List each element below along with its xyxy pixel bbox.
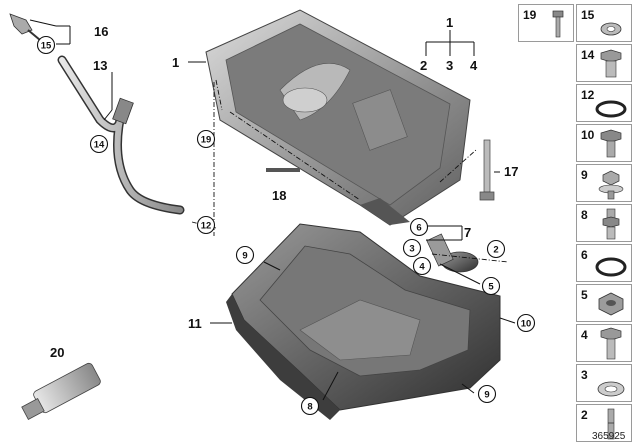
callout-8-circle: 8 xyxy=(307,402,312,413)
callout-7: 7 xyxy=(464,225,471,240)
callout-9-circle-top: 9 xyxy=(242,251,247,262)
sealant-tube xyxy=(21,362,101,420)
hex-bolt-icon xyxy=(600,327,622,360)
hex-screw-icon xyxy=(600,129,622,158)
callout-9-circle-bottom: 9 xyxy=(484,390,489,401)
callout-1-top: 1 xyxy=(446,15,453,30)
hex-nut-icon xyxy=(598,292,624,316)
callout-4-circle: 4 xyxy=(419,262,425,273)
legend-cell-6: 6 xyxy=(576,244,632,282)
callout-3: 3 xyxy=(446,58,453,73)
callout-18: 18 xyxy=(272,188,286,203)
callout-1-left: 1 xyxy=(172,55,179,70)
long-bolt xyxy=(479,139,495,201)
callout-15-circle: 15 xyxy=(41,41,52,52)
callout-14-circle: 14 xyxy=(94,140,105,151)
callout-12-circle: 12 xyxy=(201,221,212,232)
legend-cell-15: 15 xyxy=(576,4,632,42)
hex-bolt-icon xyxy=(600,49,622,78)
underbody-shield xyxy=(226,223,501,420)
legend-cell-5: 5 xyxy=(576,284,632,322)
washer-icon xyxy=(597,381,625,397)
callout-10-wrap: 10 xyxy=(516,313,536,333)
legend-cell-10: 10 xyxy=(576,124,632,162)
callout-13: 13 xyxy=(93,58,107,73)
legend-cell-12: 12 xyxy=(576,84,632,122)
legend-cell-14: 14 xyxy=(576,44,632,82)
legend-cell-4: 4 xyxy=(576,324,632,362)
callout-11: 11 xyxy=(188,316,202,331)
dipstick-handle xyxy=(9,13,41,41)
callout-5-circle: 5 xyxy=(488,282,494,293)
oil-sensor xyxy=(426,233,479,273)
leader-lines xyxy=(29,19,516,401)
dipstick-guide-tube xyxy=(57,55,185,215)
callout-20: 20 xyxy=(50,345,64,360)
stud-icon xyxy=(607,408,615,440)
parts-diagram: 1 1 2 3 4 13 16 17 18 7 11 20 15 14 19 1… xyxy=(9,9,518,420)
callout-6-circle: 6 xyxy=(416,223,421,234)
callout-2-circle: 2 xyxy=(493,245,498,256)
callout-3-circle: 3 xyxy=(409,244,414,255)
callout-19-circle: 19 xyxy=(201,135,212,146)
bolt-pin-icon xyxy=(552,10,564,38)
seal-ring-icon xyxy=(600,22,622,36)
callout-2: 2 xyxy=(420,58,427,73)
o-ring-icon xyxy=(595,100,627,118)
legend-cell-9: 9 xyxy=(576,164,632,202)
legend-cell-2: 2 xyxy=(576,404,632,442)
callout-17: 17 xyxy=(504,164,518,179)
callout-4: 4 xyxy=(470,58,478,73)
callout-16: 16 xyxy=(94,24,108,39)
o-ring-icon xyxy=(595,257,627,277)
oil-sump xyxy=(205,9,471,226)
legend-cell-8: 8 xyxy=(576,204,632,242)
callout-10-circle: 10 xyxy=(521,319,532,330)
legend-cell-3: 3 xyxy=(576,364,632,402)
legend-cell-19: 19 xyxy=(518,4,574,42)
reference-number: 365925 xyxy=(592,431,626,442)
stud-bolt-icon xyxy=(602,208,620,240)
clip-nut-icon xyxy=(598,170,624,200)
